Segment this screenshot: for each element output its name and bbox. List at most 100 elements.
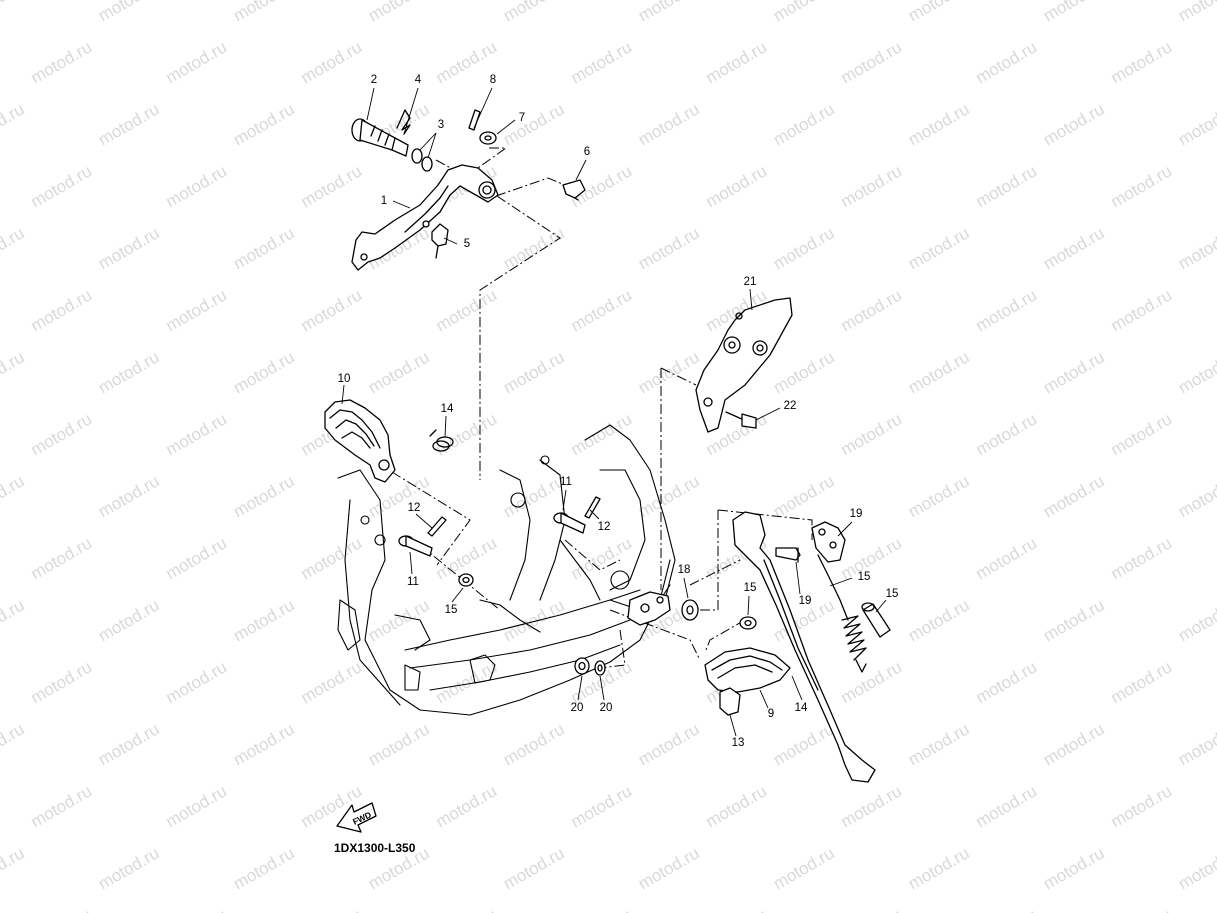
callout-25: 22 — [784, 400, 797, 412]
watermark-text: motod.ru — [905, 0, 973, 25]
watermark-text: motod.ru — [1040, 347, 1108, 397]
watermark-text: motod.ru — [1175, 99, 1217, 149]
callout-21: 18 — [678, 564, 691, 576]
watermark-text: motod.ru — [230, 0, 298, 25]
watermark-text: motod.ru — [28, 409, 96, 459]
watermark-text: motod.ru — [0, 223, 28, 273]
watermark-text: motod.ru — [95, 471, 163, 521]
watermark-text: motod.ru — [568, 409, 636, 459]
watermark-text: motod.ru — [770, 843, 838, 893]
watermark-text: motod.ru — [28, 905, 96, 913]
watermark-text: motod.ru — [433, 781, 501, 831]
callout-22: 19 — [850, 508, 863, 520]
watermark-text: motod.ru — [1040, 719, 1108, 769]
watermark-text: motod.ru — [1108, 657, 1176, 707]
watermark-text: motod.ru — [0, 595, 28, 645]
watermark-text: motod.ru — [973, 905, 1041, 913]
watermark-text: motod.ru — [973, 533, 1041, 583]
watermark-text: motod.ru — [365, 595, 433, 645]
watermark-text: motod.ru — [230, 99, 298, 149]
callout-1: 1 — [381, 195, 387, 207]
watermark-text: motod.ru — [568, 285, 636, 335]
watermark-text: motod.ru — [1175, 223, 1217, 273]
watermark-text: motod.ru — [905, 99, 973, 149]
callout-2: 2 — [371, 74, 377, 86]
watermark-text: motod.ru — [635, 843, 703, 893]
callout-9: 9 — [768, 708, 774, 720]
footrest-pin-right — [553, 512, 586, 534]
watermark-text: motod.ru — [905, 347, 973, 397]
guard-plate — [695, 297, 793, 433]
watermark-text: motod.ru — [433, 657, 501, 707]
brake-pedal — [351, 164, 499, 271]
watermark-text: motod.ru — [635, 719, 703, 769]
watermark-text: motod.ru — [230, 595, 298, 645]
watermark-text: motod.ru — [973, 657, 1041, 707]
callout-6: 6 — [584, 146, 590, 158]
cotter-pin-8 — [468, 109, 481, 131]
callout-19: 19 — [799, 595, 812, 607]
watermark-text: motod.ru — [838, 37, 906, 87]
watermark-text: motod.ru — [28, 37, 96, 87]
watermark-text: motod.ru — [1175, 719, 1217, 769]
watermark-text: motod.ru — [0, 99, 28, 149]
watermark-text: motod.ru — [1108, 781, 1176, 831]
watermark-text: motod.ru — [973, 781, 1041, 831]
callout-24: 21 — [744, 276, 757, 288]
watermark-text: motod.ru — [28, 533, 96, 583]
watermark-text: motod.ru — [28, 781, 96, 831]
watermark-text: motod.ru — [365, 0, 433, 25]
watermark-text: motod.ru — [568, 781, 636, 831]
watermark-text: motod.ru — [298, 161, 366, 211]
pedal-bolt — [431, 223, 449, 259]
watermark-text: motod.ru — [1040, 0, 1108, 25]
watermark-text: motod.ru — [433, 285, 501, 335]
watermark-text: motod.ru — [28, 285, 96, 335]
watermark-text: motod.ru — [838, 905, 906, 913]
footrest-pin-left — [398, 535, 433, 557]
watermark-text: motod.ru — [1040, 99, 1108, 149]
watermark-text: motod.ru — [230, 471, 298, 521]
watermark-text: motod.ru — [163, 657, 231, 707]
watermark-text: motod.ru — [365, 719, 433, 769]
watermark-text: motod.ru — [163, 905, 231, 913]
watermark-text: motod.ru — [1108, 409, 1176, 459]
sidestand — [732, 511, 876, 783]
watermark-text: motod.ru — [838, 781, 906, 831]
watermark-text: motod.ru — [230, 223, 298, 273]
right-footrest — [704, 647, 791, 693]
watermark-text: motod.ru — [500, 719, 568, 769]
footrest-mount — [719, 687, 741, 716]
washer-15-left — [458, 573, 474, 587]
watermark-text: motod.ru — [770, 347, 838, 397]
callout-14: 14 — [441, 403, 454, 415]
watermark-text: motod.ru — [973, 37, 1041, 87]
watermark-text: motod.ru — [0, 347, 28, 397]
watermark-text: motod.ru — [298, 657, 366, 707]
watermark-text: motod.ru — [28, 161, 96, 211]
watermark-text: motod.ru — [1108, 285, 1176, 335]
spring-sleeve — [861, 602, 891, 638]
watermark-text: motod.ru — [163, 533, 231, 583]
watermark-text: motod.ru — [1175, 0, 1217, 25]
watermark-text: motod.ru — [973, 161, 1041, 211]
watermark-text: motod.ru — [298, 533, 366, 583]
watermark-text: motod.ru — [298, 37, 366, 87]
callout-7: 7 — [519, 112, 525, 124]
callout-15-right: 15 — [744, 582, 757, 594]
watermark-text: motod.ru — [95, 347, 163, 397]
watermark-text: motod.ru — [770, 99, 838, 149]
watermark-text: motod.ru — [703, 905, 771, 913]
callout-23: 20 — [571, 702, 584, 714]
watermark-text: motod.ru — [568, 533, 636, 583]
watermark-text: motod.ru — [905, 223, 973, 273]
watermark-text: motod.ru — [95, 0, 163, 25]
watermark-text: motod.ru — [1040, 843, 1108, 893]
callout-4: 4 — [415, 74, 422, 86]
watermark-text: motod.ru — [905, 471, 973, 521]
bushing — [681, 599, 699, 621]
cotter-pin-right — [584, 496, 601, 519]
o-rings — [411, 148, 433, 172]
